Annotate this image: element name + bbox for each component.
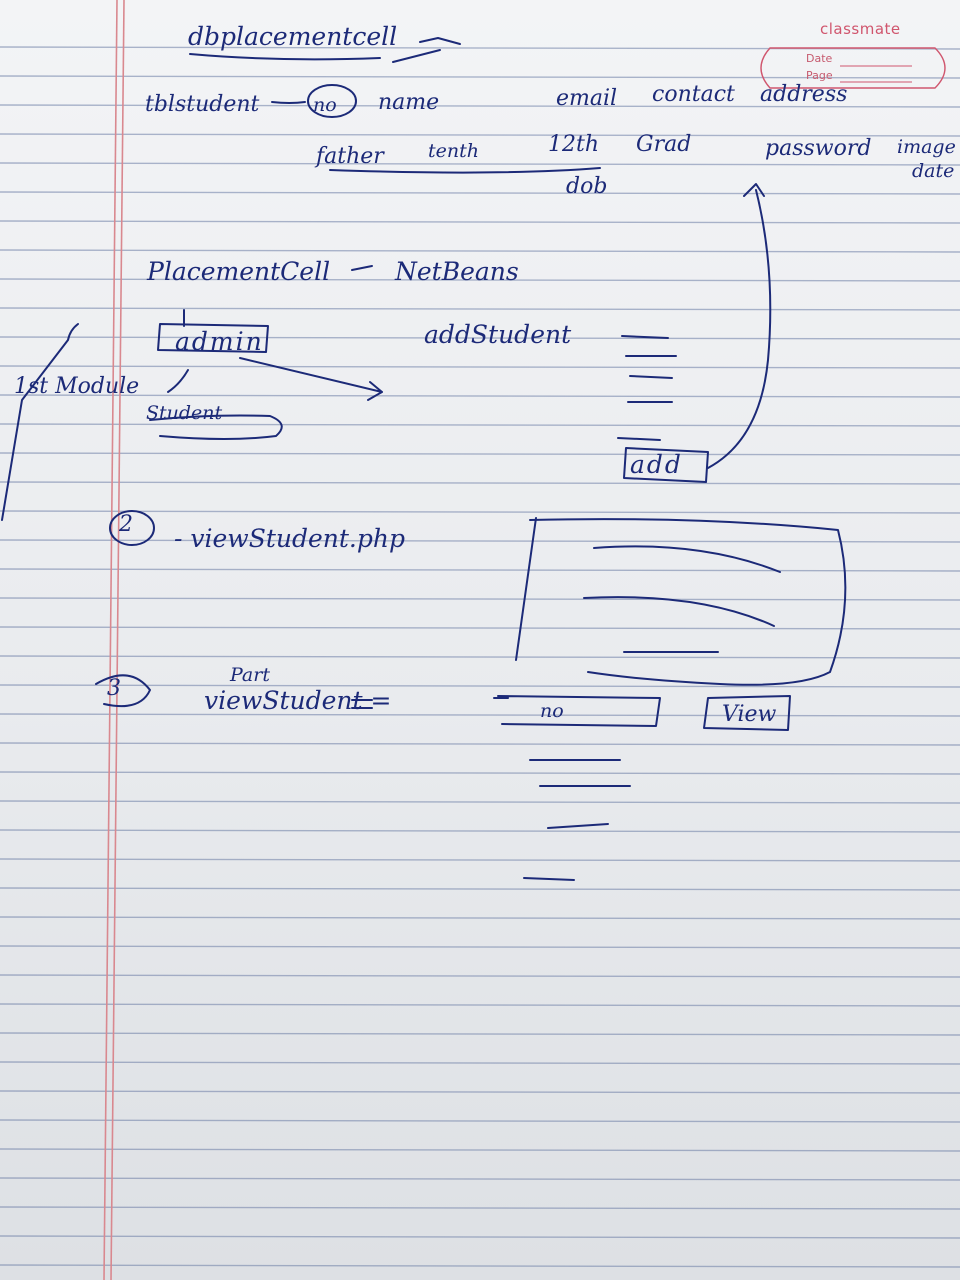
- admin-box: [157, 323, 269, 353]
- ruled-line: [0, 684, 960, 688]
- primary-key-circle: [307, 84, 357, 118]
- ruled-line: [0, 1032, 960, 1036]
- ruled-line: [0, 394, 960, 398]
- ruled-line: [0, 539, 960, 543]
- ruled-line: [0, 75, 960, 79]
- column-contact: contact: [652, 82, 735, 107]
- column-dob: dob: [566, 174, 608, 199]
- ruled-line: [0, 974, 960, 978]
- student-scribble: [149, 414, 283, 440]
- ruled-line: [0, 481, 960, 485]
- ruled-line: [0, 510, 960, 514]
- ruled-line: [0, 336, 960, 340]
- column-grad: Grad: [636, 132, 692, 157]
- column-image: image: [897, 136, 956, 158]
- item-2-circle: [109, 510, 155, 546]
- view-box-row-lines: [583, 545, 781, 653]
- ruled-line: [0, 162, 960, 166]
- column-name: name: [378, 90, 440, 115]
- column-no: no: [313, 94, 337, 116]
- ruled-line: [0, 423, 960, 427]
- ruled-line: [0, 1206, 960, 1210]
- ruled-line: [0, 713, 960, 717]
- ruled-line: [0, 597, 960, 601]
- ruled-line: [0, 307, 960, 311]
- ruled-line: [0, 742, 960, 746]
- columns-underline: [329, 167, 601, 174]
- ruled-line: [0, 829, 960, 833]
- list-lines: [523, 759, 631, 881]
- column-password: password: [765, 136, 872, 161]
- form-field-lines: [617, 335, 677, 441]
- ruled-line: [0, 1090, 960, 1094]
- ruled-line: [0, 1148, 960, 1152]
- view-button-sketch: View: [722, 702, 777, 727]
- column-address: address: [760, 82, 848, 107]
- add-to-columns-arrow: [707, 183, 772, 469]
- ruled-line: [0, 800, 960, 804]
- table-to-column-dash: [271, 101, 306, 104]
- ruled-line: [0, 365, 960, 369]
- add-button-sketch: add: [630, 450, 683, 479]
- no-column-sketch: no: [540, 700, 564, 722]
- ruled-line: [0, 1177, 960, 1181]
- ruled-line: [0, 916, 960, 920]
- ruled-line: [0, 858, 960, 862]
- ruled-line: [0, 249, 960, 253]
- db-title-annotation-tick: [392, 37, 461, 63]
- ruled-line: [0, 104, 960, 108]
- column-email: email: [556, 86, 618, 111]
- ruled-line: [0, 1061, 960, 1065]
- ruled-line: [0, 945, 960, 949]
- date-label: Date: [806, 52, 833, 65]
- item-3-note: Part: [230, 664, 270, 686]
- item-3-number: 3: [107, 676, 121, 701]
- page-label: Page: [806, 69, 833, 82]
- equals-sign: [351, 699, 373, 709]
- ruled-line: [0, 133, 960, 137]
- project-tech: NetBeans: [395, 257, 519, 286]
- ruled-line: [0, 568, 960, 572]
- add-student-label: addStudent: [424, 320, 572, 349]
- ruled-line: [0, 1264, 960, 1268]
- column-tenth: tenth: [428, 140, 479, 162]
- project-dash: [351, 265, 373, 271]
- column-date: date: [912, 160, 955, 182]
- no-column-box: [493, 695, 661, 727]
- column-father: father: [316, 144, 384, 169]
- module-bracket: [1, 323, 79, 521]
- db-title: dbplacementcell: [188, 22, 398, 51]
- project-title: PlacementCell: [147, 257, 331, 286]
- db-title-underline: [189, 53, 381, 61]
- ruled-line: [0, 1003, 960, 1007]
- ruled-line: [0, 626, 960, 630]
- ruled-line: [0, 278, 960, 282]
- ruled-line: [0, 771, 960, 775]
- ruled-line: [0, 887, 960, 891]
- ruled-line: [0, 191, 960, 195]
- module-label: 1st Module: [14, 374, 140, 399]
- item-2-number: 2: [119, 512, 133, 537]
- item-2-text: - viewStudent.php: [174, 524, 405, 553]
- admin-to-student-line: [167, 369, 189, 393]
- view-box-frame: [529, 518, 847, 686]
- admin-to-add-arrow: [239, 357, 383, 401]
- add-button-box: [623, 447, 709, 483]
- item-3-circle: [95, 674, 151, 708]
- ruled-line: [0, 1119, 960, 1123]
- ruled-line: [0, 452, 960, 456]
- view-box-left-edge: [515, 517, 537, 661]
- ruled-line: [0, 220, 960, 224]
- view-button-box: [703, 695, 791, 731]
- table-name: tblstudent: [145, 92, 260, 117]
- ruled-line: [0, 1235, 960, 1239]
- brand-logo: classmate: [820, 20, 901, 38]
- column-twelfth: 12th: [548, 132, 600, 157]
- ruled-line: [0, 655, 960, 659]
